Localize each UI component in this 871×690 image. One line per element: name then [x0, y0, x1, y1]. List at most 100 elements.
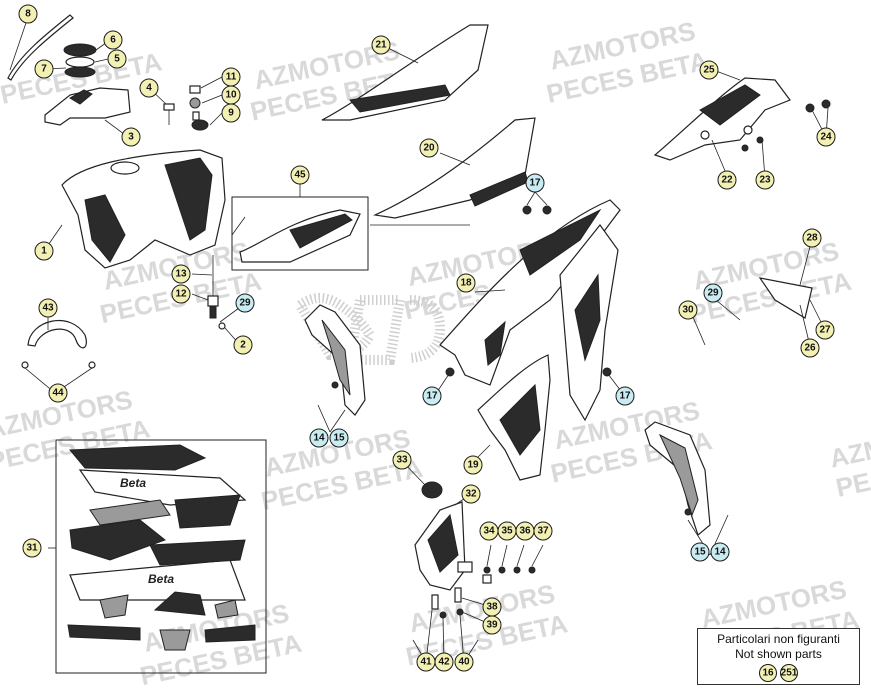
rear-fasteners-part [741, 99, 831, 152]
svg-text:26: 26 [804, 343, 816, 354]
svg-text:27: 27 [819, 325, 831, 336]
callout: 30 [678, 300, 698, 320]
not-shown-parts-box: Particolari non figuranti Not shown part… [697, 628, 860, 685]
fuel-cap-part [63, 43, 97, 78]
svg-text:35: 35 [501, 526, 513, 537]
svg-text:45: 45 [294, 170, 306, 181]
svg-text:21: 21 [375, 40, 387, 51]
svg-text:36: 36 [519, 526, 531, 537]
svg-text:39: 39 [486, 620, 498, 631]
fuel-tank-part [61, 149, 226, 269]
callout: 19 [463, 455, 483, 475]
callout: 33 [392, 450, 412, 470]
callout: 32 [461, 484, 481, 504]
svg-text:14: 14 [714, 547, 726, 558]
svg-text:41: 41 [420, 657, 432, 668]
hose-clamp-part [21, 361, 96, 369]
callout: 4 [139, 78, 159, 98]
svg-text:17: 17 [529, 178, 541, 189]
not-shown-subtitle: Not shown parts [735, 647, 822, 661]
screws-34-37-part [482, 566, 536, 584]
callout: 18 [456, 273, 476, 293]
callout: 44 [48, 383, 68, 403]
callout: 29 [703, 283, 723, 303]
svg-text:17: 17 [619, 391, 631, 402]
screw-part [163, 103, 175, 125]
fuel-petcock-part [207, 255, 226, 330]
svg-text:24: 24 [820, 132, 832, 143]
svg-text:44: 44 [52, 388, 64, 399]
callout: 23 [755, 170, 775, 190]
radiator-shroud-part [477, 354, 551, 481]
seat-cover-pattern [289, 213, 353, 249]
callout: 2 [233, 335, 253, 355]
callout: 41 [416, 652, 436, 672]
seat-foam-part [321, 24, 489, 121]
svg-text:38: 38 [486, 602, 498, 613]
callout: 17 [422, 386, 442, 406]
callout: 39 [482, 615, 502, 635]
svg-text:19: 19 [467, 460, 479, 471]
callout: 251 [779, 664, 798, 682]
svg-text:32: 32 [465, 489, 477, 500]
svg-text:15: 15 [333, 433, 345, 444]
small-panel-decal-part [758, 277, 813, 319]
svg-text:3: 3 [128, 132, 134, 143]
svg-text:25: 25 [703, 65, 715, 76]
callout: 45 [290, 165, 310, 185]
svg-text:1: 1 [41, 246, 47, 257]
svg-text:4: 4 [146, 83, 152, 94]
callout: 17 [615, 386, 635, 406]
svg-text:12: 12 [175, 289, 187, 300]
callout: 14 [309, 428, 329, 448]
svg-text:31: 31 [26, 543, 38, 554]
callout: 15 [690, 542, 710, 562]
callout: 42 [434, 652, 454, 672]
fork-guard-left-part [304, 304, 366, 416]
callout: 17 [525, 173, 545, 193]
callout: 11 [221, 67, 241, 87]
svg-text:34: 34 [483, 526, 495, 537]
callout: 38 [482, 597, 502, 617]
callout: 31 [22, 538, 42, 558]
vent-hose-part [7, 14, 74, 81]
seat-part [372, 117, 536, 219]
callout: 20 [419, 138, 439, 158]
svg-text:14: 14 [313, 433, 325, 444]
side-panel-right-part [559, 224, 619, 422]
fork-guard-right-part [644, 421, 711, 537]
svg-text:18: 18 [460, 278, 472, 289]
svg-text:29: 29 [239, 298, 251, 309]
callout: 43 [38, 298, 58, 318]
svg-text:22: 22 [721, 175, 733, 186]
decal-kit-part: Beta Beta [67, 444, 256, 651]
callout: 5 [107, 49, 127, 69]
svg-text:13: 13 [175, 269, 187, 280]
callout: 29 [235, 293, 255, 313]
callout: 16 [758, 664, 777, 682]
callout: 27 [815, 320, 835, 340]
leader-lines [9, 16, 829, 663]
decal-kit-frame [55, 439, 267, 674]
callout: 7 [34, 59, 54, 79]
decal-brand-text: Beta [120, 476, 146, 490]
tank-bracket-detail [69, 89, 93, 105]
callout: 35 [497, 521, 517, 541]
svg-text:2: 2 [240, 340, 246, 351]
callout: 13 [171, 264, 191, 284]
screws-17-part [445, 205, 612, 377]
callout: 10 [221, 85, 241, 105]
callout: 12 [171, 284, 191, 304]
callout: 15 [329, 428, 349, 448]
svg-text:37: 37 [537, 526, 549, 537]
svg-text:29: 29 [707, 288, 719, 299]
svg-text:43: 43 [42, 303, 54, 314]
svg-text:23: 23 [759, 175, 771, 186]
svg-text:251: 251 [780, 668, 797, 679]
svg-text:42: 42 [438, 657, 450, 668]
svg-text:5: 5 [114, 54, 120, 65]
not-shown-title: Particolari non figuranti [717, 632, 840, 646]
callout: 34 [479, 521, 499, 541]
svg-text:17: 17 [426, 391, 438, 402]
